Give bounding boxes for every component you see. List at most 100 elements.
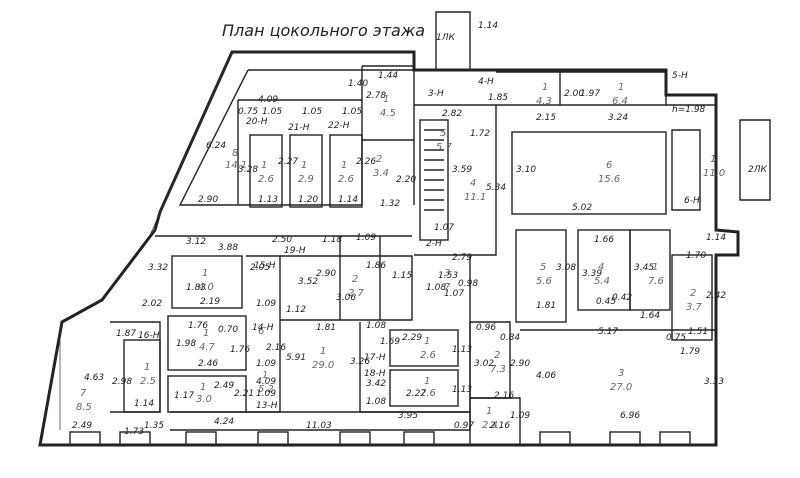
svg-text:3.0: 3.0 (196, 394, 212, 405)
marker-label: 14-Н (252, 323, 274, 333)
dim-label: 4.24 (214, 417, 234, 427)
dim-label: 1.81 (536, 301, 556, 311)
marker-label: 22-Н (328, 121, 350, 131)
dim-label: 2.21 (234, 389, 254, 399)
dim-label: 2.00 (564, 89, 584, 99)
dim-label: 1.76 (230, 345, 250, 355)
svg-text:15.6: 15.6 (598, 174, 620, 185)
dim-label: 2.27 (278, 157, 298, 167)
dim-label: 3.12 (186, 237, 206, 247)
dim-label: 1.73 (124, 427, 144, 437)
dim-label: 1.14 (338, 195, 358, 205)
dim-label: 1.13 (258, 195, 278, 205)
svg-text:2: 2 (690, 288, 696, 299)
dim-label: 2.79 (452, 253, 472, 263)
room-marker: 15.2 (258, 370, 274, 395)
svg-text:1: 1 (424, 376, 430, 387)
dim-label: 3.02 (474, 359, 494, 369)
dim-label: 1.05 (342, 107, 362, 117)
dim-label: 2.29 (402, 333, 422, 343)
svg-text:11.1: 11.1 (464, 192, 486, 203)
svg-text:3.7: 3.7 (686, 302, 703, 313)
svg-text:27.0: 27.0 (610, 382, 632, 393)
svg-text:5: 5 (540, 262, 546, 273)
svg-text:7.6: 7.6 (648, 276, 664, 287)
dim-label: 3.59 (452, 165, 472, 175)
marker-label: 2ЛК (748, 165, 767, 175)
room-marker: 37 (444, 268, 451, 293)
marker-label: h=1.98 (672, 105, 706, 115)
dim-label: 0.97 (454, 421, 474, 431)
svg-text:2.6: 2.6 (420, 350, 436, 361)
svg-text:5.4: 5.4 (594, 276, 610, 287)
dim-label: 4.63 (84, 373, 104, 383)
marker-label: 20-Н (246, 117, 268, 127)
room-marker: 327.0 (610, 368, 632, 393)
outer-walls (38, 11, 771, 447)
svg-text:4: 4 (598, 262, 604, 273)
dim-label: 2.78 (366, 91, 386, 101)
dim-label: 2.46 (198, 359, 218, 369)
dim-label: 2.16 (490, 421, 510, 431)
svg-text:3: 3 (618, 368, 624, 379)
dim-label: 1.14 (706, 233, 726, 243)
dim-label: 3.33 (704, 377, 724, 387)
dim-label: 2.16 (266, 343, 286, 353)
dim-label: 1.87 (116, 329, 136, 339)
dim-label: 1.07 (434, 223, 454, 233)
room-marker: 12.6 (420, 336, 436, 361)
dim-label: 5.34 (486, 183, 506, 193)
marker-label: 1ЛК (436, 33, 455, 43)
dim-label: 1.97 (580, 89, 600, 99)
svg-text:29.0: 29.0 (312, 360, 334, 371)
marker-label: 21-Н (288, 123, 310, 133)
dim-label: 1.17 (174, 391, 194, 401)
svg-text:4.5: 4.5 (380, 108, 396, 119)
room-marker: 814.1 (225, 148, 247, 171)
dim-label: 1.07 (444, 289, 464, 299)
svg-text:5.7: 5.7 (436, 142, 453, 153)
room-marker: 111.0 (703, 154, 725, 179)
dim-label: 1.79 (680, 347, 700, 357)
svg-text:7: 7 (444, 282, 451, 293)
dim-label: 2.16 (494, 391, 514, 401)
room-marker: 14.5 (380, 94, 396, 119)
dim-label: 3.39 (582, 269, 602, 279)
dim-label: 1.09 (256, 299, 276, 309)
dim-label: 1.09 (256, 389, 276, 399)
svg-text:2.6: 2.6 (420, 388, 436, 399)
marker-label: 3-Н (428, 89, 444, 99)
dim-label: 2.20 (396, 175, 416, 185)
svg-text:5.2: 5.2 (258, 384, 274, 395)
dim-label: 4.09 (256, 377, 276, 387)
room-marker: 14.7 (199, 328, 216, 353)
room-marker: 55.7 (436, 128, 453, 153)
dim-label: 1.51 (688, 327, 708, 337)
room-marker: 12.4 (482, 406, 498, 431)
svg-text:5.6: 5.6 (536, 276, 552, 287)
svg-text:4.0: 4.0 (198, 282, 214, 293)
svg-text:1: 1 (262, 370, 268, 381)
dim-label: 0.70 (218, 325, 238, 335)
dim-label: 1.05 (302, 107, 322, 117)
interior-walls (110, 65, 716, 445)
dim-label: 0.75 (666, 333, 686, 343)
dim-label: 1.09 (256, 359, 276, 369)
room-marker: 78.5 (76, 388, 92, 413)
svg-text:1: 1 (320, 346, 326, 357)
plan-title: План цокольного этажа (222, 21, 425, 40)
svg-text:1: 1 (618, 82, 624, 93)
room-marker: 13.0 (196, 382, 212, 405)
room-marker: 14.0 (198, 268, 214, 293)
svg-text:7: 7 (80, 388, 87, 399)
dim-label: 1.72 (470, 129, 490, 139)
dim-label: 3.10 (516, 165, 536, 175)
dim-label: 1.98 (176, 339, 196, 349)
dim-label: 1.70 (686, 251, 706, 261)
svg-text:1: 1 (710, 154, 716, 165)
dim-label: 3.06 (336, 293, 356, 303)
dim-label: 1.44 (378, 71, 398, 81)
dim-label: 3.45 (634, 263, 654, 273)
svg-text:8.5: 8.5 (76, 402, 92, 413)
dim-label: 1.32 (380, 199, 400, 209)
